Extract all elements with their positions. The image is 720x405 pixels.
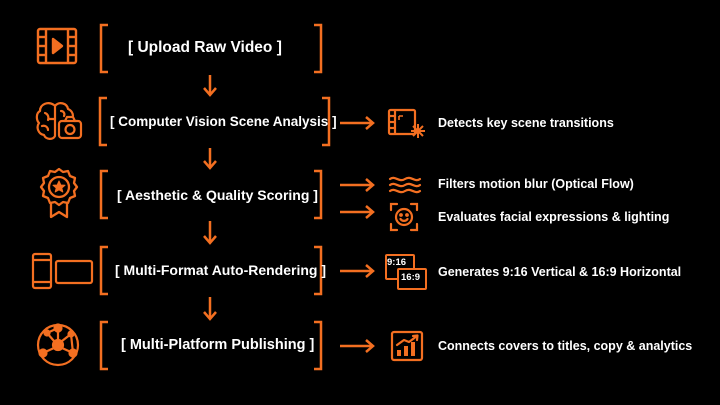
network-globe-icon — [35, 322, 81, 368]
down-arrow-2 — [203, 148, 217, 170]
wave-lines-icon — [388, 175, 422, 195]
devices-icon — [31, 252, 95, 290]
output-motion-blur: Filters motion blur (Optical Flow) — [438, 177, 634, 191]
film-sparkle-icon — [387, 108, 427, 140]
output-analytics: Connects covers to titles, copy & analyt… — [438, 339, 693, 353]
step-label-publishing: [ Multi-Platform Publishing ] — [121, 337, 315, 353]
step-label-scene-analysis: [ Computer Vision Scene Analysis ] — [110, 114, 337, 129]
step-bracket-1 — [99, 23, 323, 74]
face-scan-icon — [389, 202, 419, 232]
aspect-ratio-icon: 9:16 16:9 — [385, 254, 427, 290]
step-label-upload: [ Upload Raw Video ] — [128, 39, 282, 56]
step-bracket-5 — [99, 320, 323, 371]
brain-camera-icon — [34, 99, 84, 143]
step-bracket-3 — [99, 169, 323, 220]
film-play-icon — [36, 26, 78, 66]
growth-chart-icon — [390, 330, 424, 362]
right-arrow-4 — [340, 264, 375, 278]
down-arrow-3 — [203, 221, 217, 245]
output-facial-expressions: Evaluates facial expressions & lighting — [438, 210, 670, 224]
output-aspect-ratios: Generates 9:16 Vertical & 16:9 Horizonta… — [438, 265, 682, 279]
step-bracket-2 — [98, 96, 331, 147]
step-bracket-4 — [99, 245, 323, 296]
down-arrow-4 — [203, 297, 217, 321]
output-scene-transitions: Detects key scene transitions — [438, 116, 614, 130]
right-arrow-1 — [340, 116, 375, 130]
right-arrow-3 — [340, 205, 375, 219]
step-label-auto-rendering: [ Multi-Format Auto-Rendering ] — [115, 262, 327, 278]
right-arrow-5 — [340, 339, 375, 353]
right-arrow-2 — [340, 178, 375, 192]
badge-16-9: 16:9 — [401, 272, 421, 283]
down-arrow-1 — [203, 75, 217, 97]
award-badge-icon — [38, 167, 80, 219]
step-label-quality-scoring: [ Aesthetic & Quality Scoring ] — [117, 187, 318, 203]
badge-9-16: 9:16 — [387, 257, 407, 268]
